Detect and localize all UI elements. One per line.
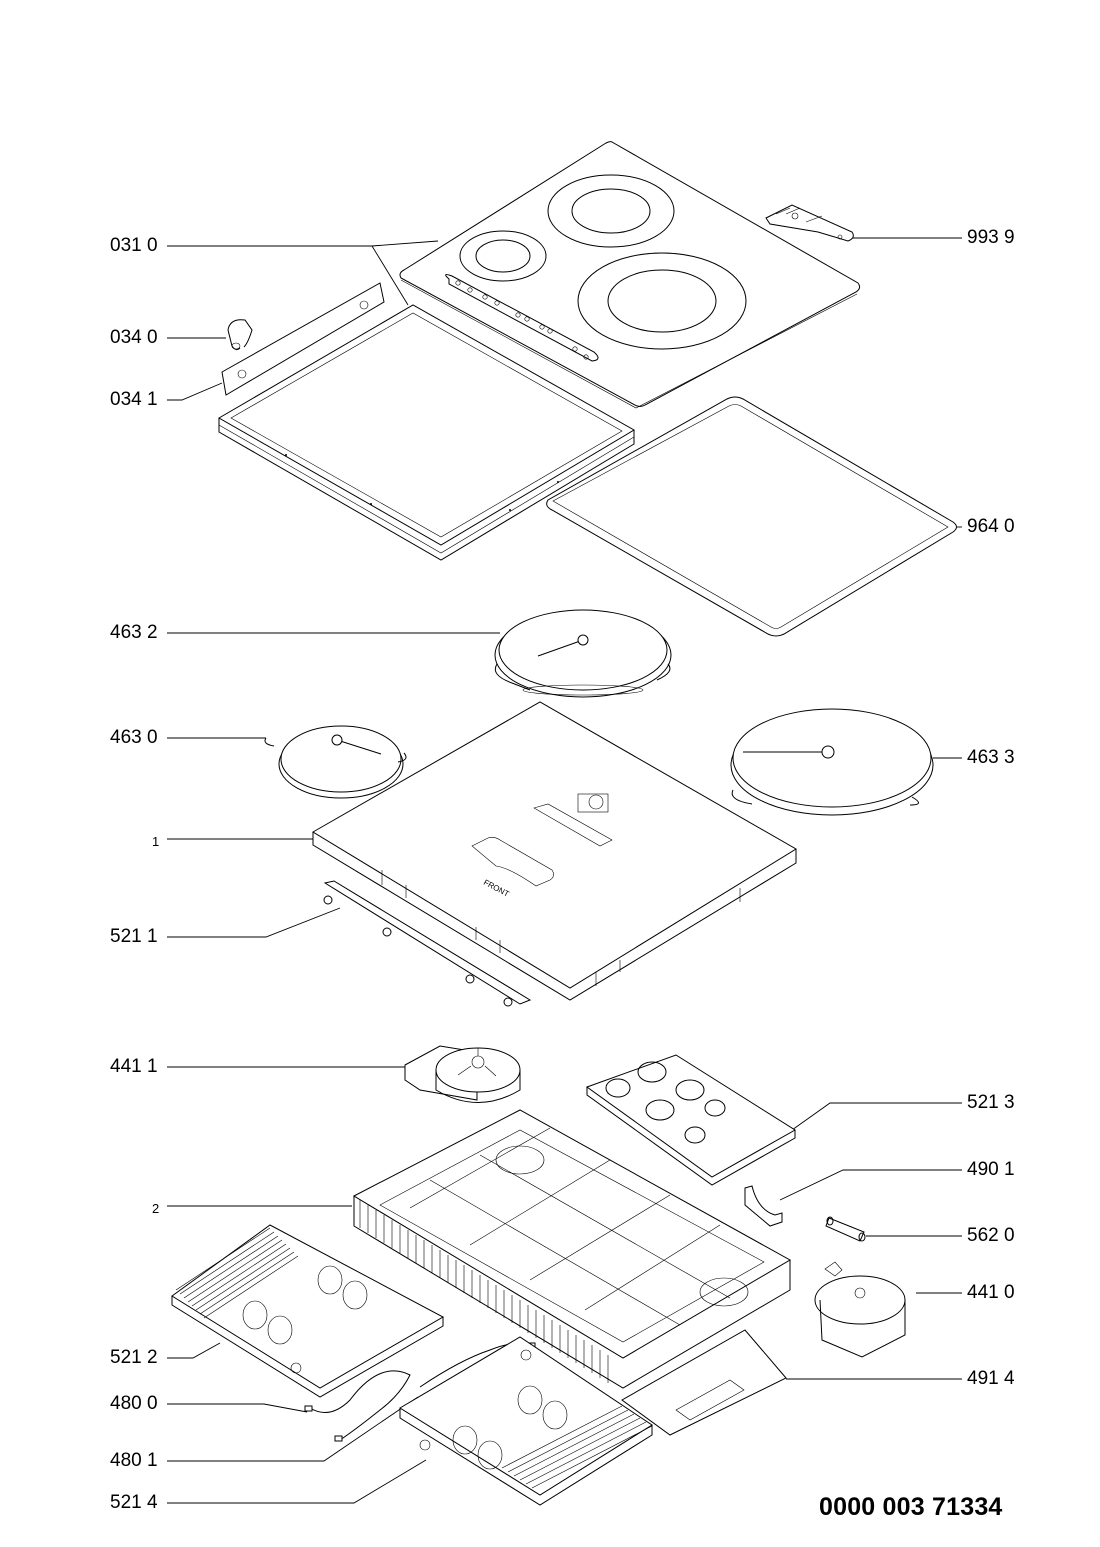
leader-0310	[167, 240, 439, 306]
callout-1: 1	[152, 834, 160, 849]
callout-4411: 441 1	[110, 1056, 158, 1077]
document-number: 0000 003 71334	[819, 1493, 1003, 1521]
part-bracket	[221, 282, 385, 396]
leader-4901	[779, 1169, 962, 1201]
callout-0310: 031 0	[110, 235, 158, 256]
callout-4901: 490 1	[967, 1159, 1015, 1180]
leader-4800	[167, 1403, 308, 1413]
part-scraper	[765, 204, 854, 242]
leader-4801	[167, 1396, 419, 1462]
part-fan-4410	[814, 1261, 906, 1358]
callout-5620: 562 0	[967, 1225, 1015, 1246]
leader-0341	[167, 382, 223, 401]
part-fuse	[825, 1216, 866, 1242]
callout-5212: 521 2	[110, 1347, 158, 1368]
touch-buttons	[455, 280, 589, 360]
callout-4410: 441 0	[967, 1282, 1015, 1303]
part-glass-top	[399, 141, 861, 409]
part-coil-4633	[730, 708, 934, 816]
part-fan-4411	[404, 1045, 521, 1103]
part-coil-4632	[494, 609, 672, 698]
callout-4633: 463 3	[967, 747, 1015, 768]
part-control-board	[323, 880, 532, 1007]
part-seal	[546, 396, 957, 637]
part-power-board-5214	[399, 1336, 653, 1506]
callout-4800: 480 0	[110, 1393, 158, 1414]
callout-9640: 964 0	[967, 516, 1015, 537]
callout-0340: 034 0	[110, 327, 158, 348]
part-support-plate	[312, 701, 797, 1001]
callout-5211: 521 1	[110, 926, 158, 947]
heatsink-fins	[175, 1227, 299, 1319]
heatsink-fins	[501, 1405, 653, 1489]
leader-5213	[791, 1102, 962, 1131]
callout-4630: 463 0	[110, 727, 158, 748]
part-power-board-5212	[171, 1224, 445, 1398]
callout-0341: 034 1	[110, 389, 158, 410]
callout-5213: 521 3	[967, 1092, 1015, 1113]
part-insulation-sheet	[621, 1329, 787, 1436]
part-clip	[227, 319, 253, 351]
leader-5214	[167, 1459, 427, 1504]
callout-4801: 480 1	[110, 1450, 158, 1471]
callout-4632: 463 2	[110, 622, 158, 643]
leader-lines	[167, 237, 962, 1504]
callout-5214: 521 4	[110, 1492, 158, 1513]
part-bottom-housing	[352, 1109, 792, 1389]
part-holder	[744, 1185, 783, 1227]
cooling-fins	[359, 1200, 609, 1383]
leader-5211	[167, 907, 341, 938]
part-coil-4630	[264, 725, 407, 799]
leader-5212	[167, 1342, 221, 1359]
callout-4914: 491 4	[967, 1368, 1015, 1389]
part-filter-board	[585, 1054, 796, 1186]
part-frame	[217, 304, 635, 561]
callout-9939: 993 9	[967, 227, 1015, 248]
callout-2: 2	[152, 1201, 160, 1216]
